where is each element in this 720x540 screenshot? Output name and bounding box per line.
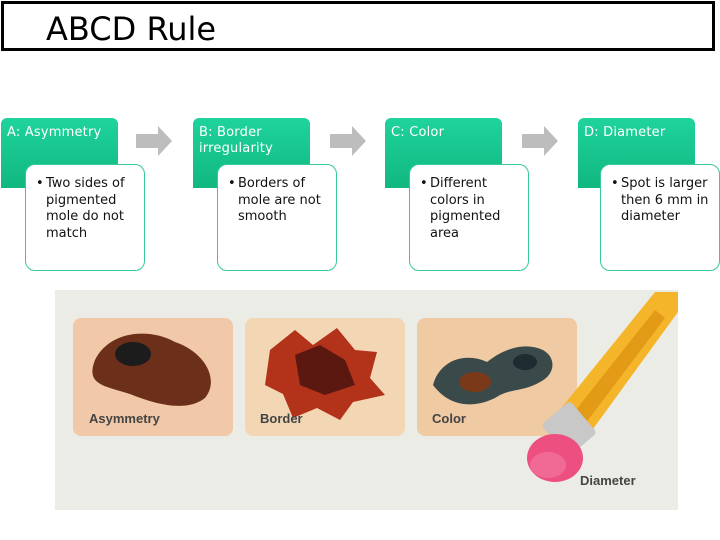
title-box: ABCD Rule [1,1,715,51]
bullet-icon: • [228,176,236,191]
step-d-card: •Spot is larger then 6 mm in diameter [600,164,720,271]
slide-title: ABCD Rule [46,10,217,48]
pencil-icon [527,292,678,482]
arrow-right-icon [136,126,172,156]
step-b-card: •Borders of mole are not smooth [217,164,337,271]
abcd-illustration: Asymmetry Border Color Diameter [55,290,678,510]
step-a-text: Two sides of pigmented mole do not match [46,176,125,241]
asymmetry-panel: Asymmetry [73,318,233,436]
diameter-label: Diameter [580,473,636,488]
bullet-icon: • [611,176,619,191]
step-d-text: Spot is larger then 6 mm in diameter [621,176,709,224]
arrow-right-icon [522,126,558,156]
color-label: Color [432,411,466,426]
asymmetry-label: Asymmetry [89,411,161,426]
step-c-text: Different colors in pigmented area [430,176,501,241]
color-panel: Color [417,318,577,436]
arrow-right-icon [330,126,366,156]
border-panel: Border [245,318,405,436]
bullet-icon: • [420,176,428,191]
border-label: Border [260,411,303,426]
step-a-card: •Two sides of pigmented mole do not matc… [25,164,145,271]
step-b-text: Borders of mole are not smooth [238,176,321,224]
step-c-card: •Different colors in pigmented area [409,164,529,271]
bullet-icon: • [36,176,44,191]
